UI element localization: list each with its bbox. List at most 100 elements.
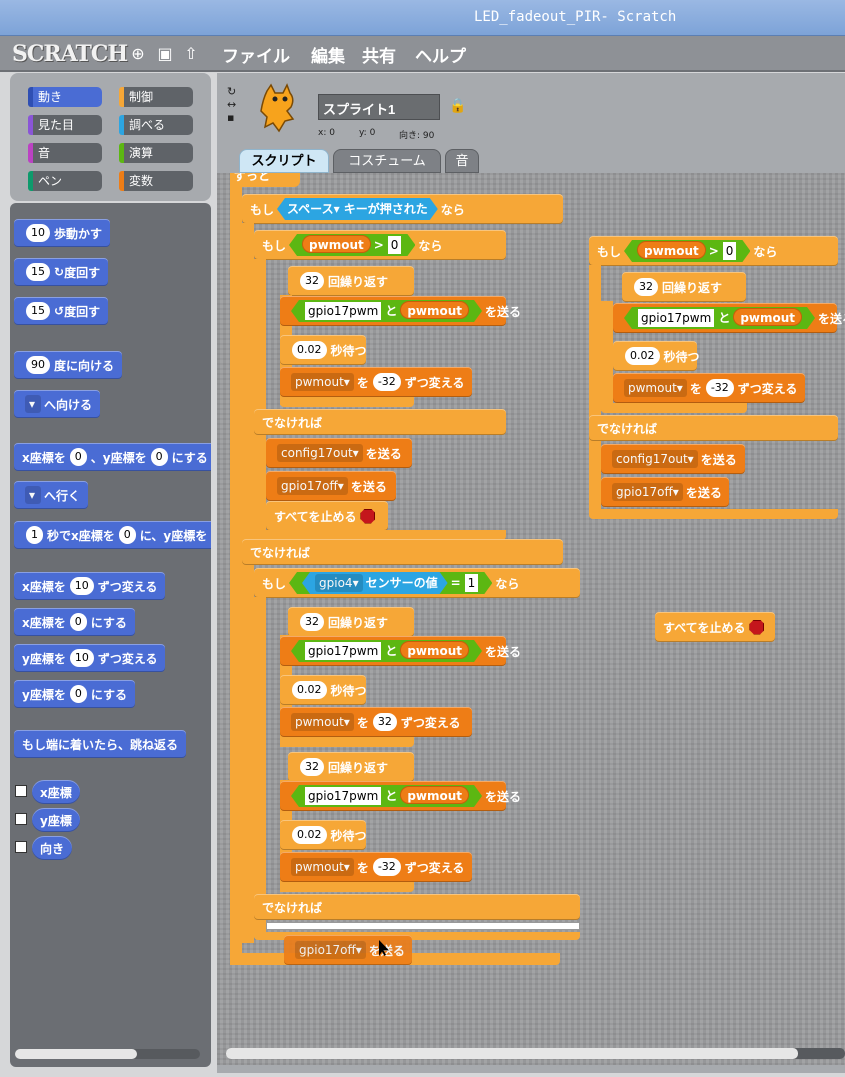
menu-share[interactable]: 共有: [362, 47, 396, 67]
reporter-x-position[interactable]: x座標: [32, 780, 80, 804]
if-key-arm: [242, 223, 254, 943]
send-config17out[interactable]: config17out▾を送る: [266, 438, 412, 468]
forever-arm: [230, 183, 242, 965]
repeat-foot: [280, 397, 414, 407]
repeat-arm-right: [601, 301, 613, 411]
send-config17out-right[interactable]: config17out▾を送る: [601, 444, 745, 474]
category-motion[interactable]: 動き: [28, 87, 102, 107]
category-pen[interactable]: ペン: [28, 171, 102, 191]
save-icon[interactable]: ▣: [157, 44, 173, 63]
turn-right-icon: ↻: [54, 265, 65, 279]
sprite-name-field[interactable]: スプライト1: [318, 94, 440, 120]
if-right-arm: [589, 265, 601, 515]
tab-sounds[interactable]: 音: [445, 149, 479, 173]
palette-scrollbar[interactable]: [15, 1049, 200, 1059]
stop-all-block-loose[interactable]: すべてを止める: [655, 612, 775, 642]
tab-scripts[interactable]: スクリプト: [239, 149, 329, 173]
sprite-direction: 向き: 90: [399, 131, 435, 141]
else-label-2: でなければ: [242, 539, 563, 565]
reporter-direction[interactable]: 向き: [32, 836, 73, 860]
else-label-3: でなければ: [254, 894, 580, 920]
reporter-y-position[interactable]: y座標: [32, 808, 80, 832]
category-panel: 動き 制御 見た目 調べる 音 演算 ペン 変数: [10, 73, 211, 201]
forever-block[interactable]: ずっと: [230, 173, 300, 187]
stop-all-block[interactable]: すべてを止める: [266, 501, 388, 531]
menu-bar: SCRATCH ⊕ ▣ ⇧ ファイル 編集 共有 ヘルプ: [0, 36, 845, 72]
if-pwmout-foot: [254, 530, 506, 540]
if-right-foot: [589, 509, 838, 519]
category-sensing[interactable]: 調べる: [119, 115, 193, 135]
repeat-foot-3: [280, 882, 414, 892]
repeat-foot-right: [601, 403, 747, 413]
block-point-towards[interactable]: ▾へ向ける: [14, 390, 101, 418]
checkbox-direction[interactable]: [15, 841, 27, 853]
script-area-scrollbar[interactable]: [226, 1048, 845, 1059]
category-variables[interactable]: 変数: [119, 171, 193, 191]
drop-indicator: [266, 922, 580, 930]
menu-help[interactable]: ヘルプ: [415, 47, 466, 67]
category-operators[interactable]: 演算: [119, 143, 193, 163]
tab-costumes[interactable]: コスチューム: [333, 149, 441, 173]
if-pwmout-arm: [254, 259, 266, 539]
block-turn-left[interactable]: 15↺度回す: [14, 297, 109, 325]
sprite-header: ↻↔▪ スプライト1 🔒 x: 0 y: 0 向き: 90 スクリプト コスチュ…: [217, 73, 845, 173]
else-label-right: でなければ: [589, 415, 838, 441]
stop-sign-icon: [360, 508, 376, 524]
block-turn-right[interactable]: 15↻度回す: [14, 258, 109, 286]
dragged-send-gpio17off[interactable]: gpio17off▾を送る: [284, 935, 412, 965]
globe-icon[interactable]: ⊕: [131, 44, 145, 63]
else-label: でなければ: [254, 409, 506, 435]
lock-icon[interactable]: 🔒: [449, 98, 467, 114]
if-key-pressed[interactable]: もしスペース▾ キーが押されたなら: [242, 194, 563, 224]
share-icon[interactable]: ⇧: [184, 44, 198, 63]
block-goto[interactable]: ▾へ行く: [14, 481, 89, 509]
checkbox-y[interactable]: [15, 813, 27, 825]
menu-file[interactable]: ファイル: [222, 47, 290, 67]
if-gpio4-arm: [254, 597, 266, 937]
checkbox-x[interactable]: [15, 785, 27, 797]
turn-left-icon: ↺: [54, 304, 65, 318]
cat-sprite-icon: [257, 83, 301, 133]
repeat-foot-2: [280, 737, 414, 747]
send-gpio17off-right[interactable]: gpio17off▾を送る: [601, 477, 729, 507]
block-bounce[interactable]: もし端に着いたら、跳ね返る: [14, 730, 187, 758]
category-looks[interactable]: 見た目: [28, 115, 102, 135]
rotate-style-icons[interactable]: ↻↔▪: [227, 85, 237, 124]
menu-edit[interactable]: 編集: [311, 47, 345, 67]
stop-sign-icon: [749, 619, 765, 635]
category-control[interactable]: 制御: [119, 87, 193, 107]
if-gpio4-foot: [254, 932, 580, 940]
send-gpio17off[interactable]: gpio17off▾を送る: [266, 471, 396, 501]
scratch-logo: SCRATCH: [12, 41, 128, 67]
sprite-y: y: 0: [359, 128, 376, 138]
category-sound[interactable]: 音: [28, 143, 102, 163]
